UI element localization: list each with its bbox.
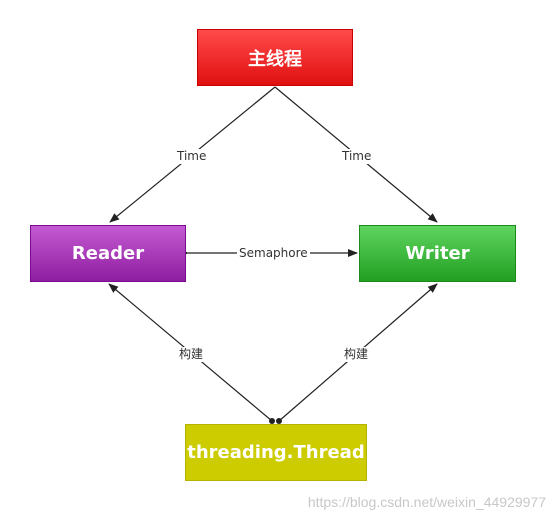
edge-label-time-right: Time [340,149,374,164]
edge-label-time-left: Time [175,149,209,164]
watermark-text: https://blog.csdn.net/weixin_44929977 [307,494,546,510]
writer-node[interactable]: Writer [359,225,516,282]
reader-label: Reader [71,243,145,264]
edge-label-build-right: 构建 [342,347,371,362]
edge-label-semaphore: Semaphore [237,246,310,261]
main-thread-label: 主线程 [248,48,302,70]
edge-label-build-left: 构建 [177,347,206,362]
reader-node[interactable]: Reader [30,225,186,282]
connector-dot [269,418,275,424]
connector-dot [276,418,282,424]
threading-thread-label: threading.Thread [187,442,365,463]
writer-label: Writer [405,243,470,264]
threading-thread-node[interactable]: threading.Thread [185,424,367,481]
main-thread-node[interactable]: 主线程 [197,29,353,86]
